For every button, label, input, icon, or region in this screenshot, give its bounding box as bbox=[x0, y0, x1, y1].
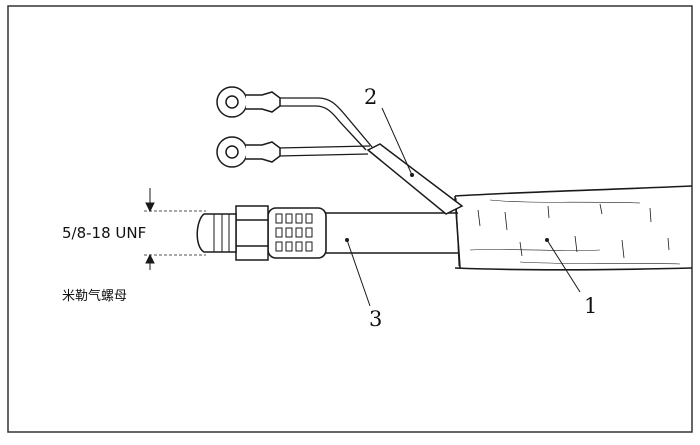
leader-lines bbox=[346, 107, 581, 307]
diagram-frame bbox=[7, 5, 693, 433]
hex-nut bbox=[235, 205, 269, 261]
callout-2: 2 bbox=[364, 85, 377, 109]
knurled-grip bbox=[267, 207, 327, 259]
wire-branch-sleeve bbox=[366, 143, 464, 215]
gas-tube bbox=[325, 212, 458, 254]
ring-terminal-upper bbox=[216, 86, 281, 118]
callout-1: 1 bbox=[584, 294, 597, 318]
upper-wire bbox=[278, 97, 373, 151]
thread-dimension bbox=[144, 188, 206, 270]
ring-terminal-lower bbox=[216, 136, 281, 168]
callout-3: 3 bbox=[369, 307, 382, 331]
thread-spec-label: 5/8-18 UNF bbox=[62, 224, 146, 242]
nut-name-label: 米勒气螺母 bbox=[62, 288, 127, 304]
lower-wire bbox=[277, 145, 371, 157]
threaded-fitting bbox=[196, 213, 237, 253]
